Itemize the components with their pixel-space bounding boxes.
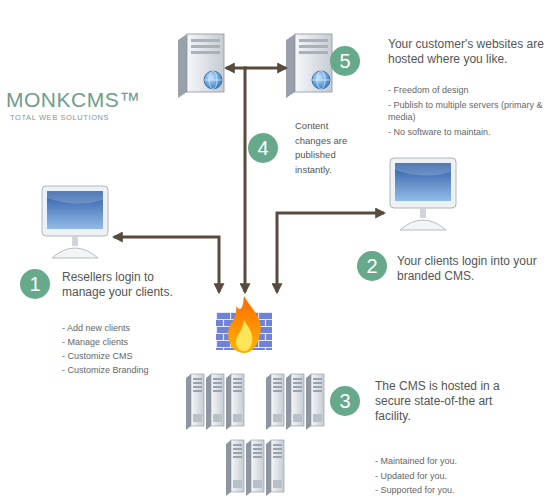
step-bullet: - Manage clients	[62, 336, 202, 348]
rack-server	[226, 374, 244, 430]
rack-server	[246, 440, 264, 496]
step-bullet: - Supported for you.	[375, 484, 535, 496]
rack-server	[306, 374, 324, 430]
computer-icon	[390, 158, 456, 230]
step-bullet: - Add new clients	[62, 322, 202, 334]
web-server-icon	[286, 34, 332, 98]
step-bullet: - Freedom of design	[388, 84, 548, 96]
rack-server	[266, 374, 284, 430]
connector-arrow	[245, 68, 286, 292]
reseller-computer: 1Resellers login to manage your clients.…	[38, 186, 114, 260]
step-heading: The CMS is hosted in a secure state-of-t…	[375, 379, 510, 424]
computer-icon	[42, 186, 108, 258]
step-heading: Resellers login to manage your clients.	[62, 270, 194, 300]
step-number: 1	[20, 269, 50, 299]
step-heading: Your clients login into your branded CMS…	[397, 254, 542, 284]
step-number: 3	[330, 386, 360, 416]
step-bullet: - No software to maintain.	[388, 126, 548, 138]
rack-server	[186, 374, 204, 430]
step-heading: Your customer's websites are hosted wher…	[388, 37, 550, 67]
logo-tagline: TOTAL WEB SOLUTIONS	[10, 113, 109, 123]
server-cluster	[186, 374, 324, 496]
connectors	[114, 68, 384, 292]
step-bullet: - Customize Branding	[62, 364, 202, 376]
step-bullet: - Maintained for you.	[375, 455, 535, 467]
web-server-icon	[178, 34, 224, 98]
firewall: 3The CMS is hosted in a secure state-of-…	[212, 292, 280, 350]
logo-wordmark: MONKCMS™	[6, 88, 141, 112]
step-bullet: - Publish to multiple servers (primary &…	[388, 99, 548, 123]
client-computer: 2Your clients login into your branded CM…	[384, 158, 462, 232]
flame	[228, 296, 261, 353]
firewall-icon	[216, 296, 272, 353]
step-bullet: - Customize CMS	[62, 350, 202, 362]
rack-server	[286, 374, 304, 430]
flame-core	[236, 320, 252, 351]
callout-number: 4	[248, 133, 278, 163]
rack-server	[206, 374, 224, 430]
step-number: 5	[330, 46, 360, 76]
rack-server	[226, 440, 244, 496]
edge-label: Content changes are published instantly.	[295, 119, 357, 177]
step-bullet: - Updated for you.	[375, 470, 535, 482]
web-server: 5Your customer's websites are hosted whe…	[286, 34, 332, 98]
rack-server	[266, 440, 284, 496]
step-number: 2	[357, 251, 387, 281]
